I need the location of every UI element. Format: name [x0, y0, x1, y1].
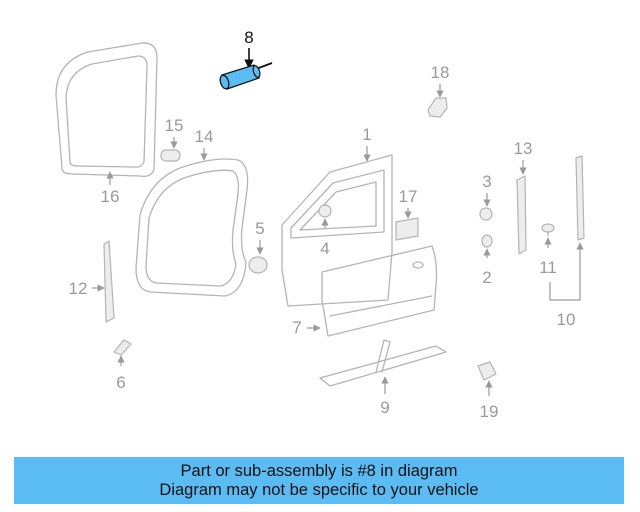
part-9-sill-molding[interactable] — [319, 339, 447, 387]
callout-7[interactable]: 7 — [292, 318, 301, 337]
part-13-hinge-seal[interactable] — [516, 175, 527, 255]
part-7-outer-panel[interactable] — [321, 245, 438, 337]
callout-2[interactable]: 2 — [482, 268, 491, 287]
callout-9[interactable]: 9 — [380, 398, 389, 417]
part-4-door-check[interactable] — [318, 204, 332, 218]
banner-line-1: Part or sub-assembly is #8 in diagram — [180, 461, 458, 480]
leader-10 — [549, 242, 584, 301]
part-2-washer[interactable] — [481, 234, 493, 248]
callout-3[interactable]: 3 — [482, 172, 491, 191]
part-1-front-door[interactable] — [281, 154, 393, 307]
callout-10[interactable]: 10 — [557, 310, 576, 329]
part-8-adhesive-applicator[interactable] — [219, 62, 273, 90]
callout-13[interactable]: 13 — [514, 139, 533, 158]
part-15-plug[interactable] — [160, 149, 181, 162]
part-18-clip[interactable] — [427, 97, 448, 118]
part-3-bumper[interactable] — [479, 207, 493, 221]
callout-1[interactable]: 1 — [362, 125, 371, 144]
banner-line-2: Diagram may not be specific to your vehi… — [159, 480, 479, 499]
part-14-door-opening-seal[interactable] — [135, 158, 249, 297]
callout-5[interactable]: 5 — [255, 219, 264, 238]
callout-17[interactable]: 17 — [399, 187, 418, 206]
part-5-grommet[interactable] — [248, 256, 268, 274]
callout-14[interactable]: 14 — [195, 127, 214, 146]
parts-diagram: 16 8 18 15 14 5 12 6 1 4 17 — [55, 28, 585, 421]
callout-8[interactable]: 8 — [244, 28, 253, 47]
info-banner: Part or sub-assembly is #8 in diagram Di… — [14, 457, 624, 504]
callout-18[interactable]: 18 — [431, 63, 450, 82]
part-16-window-seal[interactable] — [55, 42, 158, 178]
callout-4[interactable]: 4 — [320, 239, 329, 258]
part-12-pillar-trim[interactable] — [103, 240, 115, 323]
callout-11[interactable]: 11 — [539, 258, 557, 277]
callout-15[interactable]: 15 — [165, 116, 184, 135]
callout-12[interactable]: 12 — [69, 279, 88, 298]
part-19-latch-bracket[interactable] — [477, 361, 497, 381]
callout-6[interactable]: 6 — [116, 373, 125, 392]
callout-16[interactable]: 16 — [101, 187, 120, 206]
part-6-bracket[interactable] — [113, 339, 132, 356]
part-17-label[interactable] — [395, 217, 419, 241]
part-11-screw[interactable] — [541, 223, 555, 237]
part-10-rear-seal[interactable] — [575, 155, 585, 241]
callout-19[interactable]: 19 — [480, 402, 499, 421]
